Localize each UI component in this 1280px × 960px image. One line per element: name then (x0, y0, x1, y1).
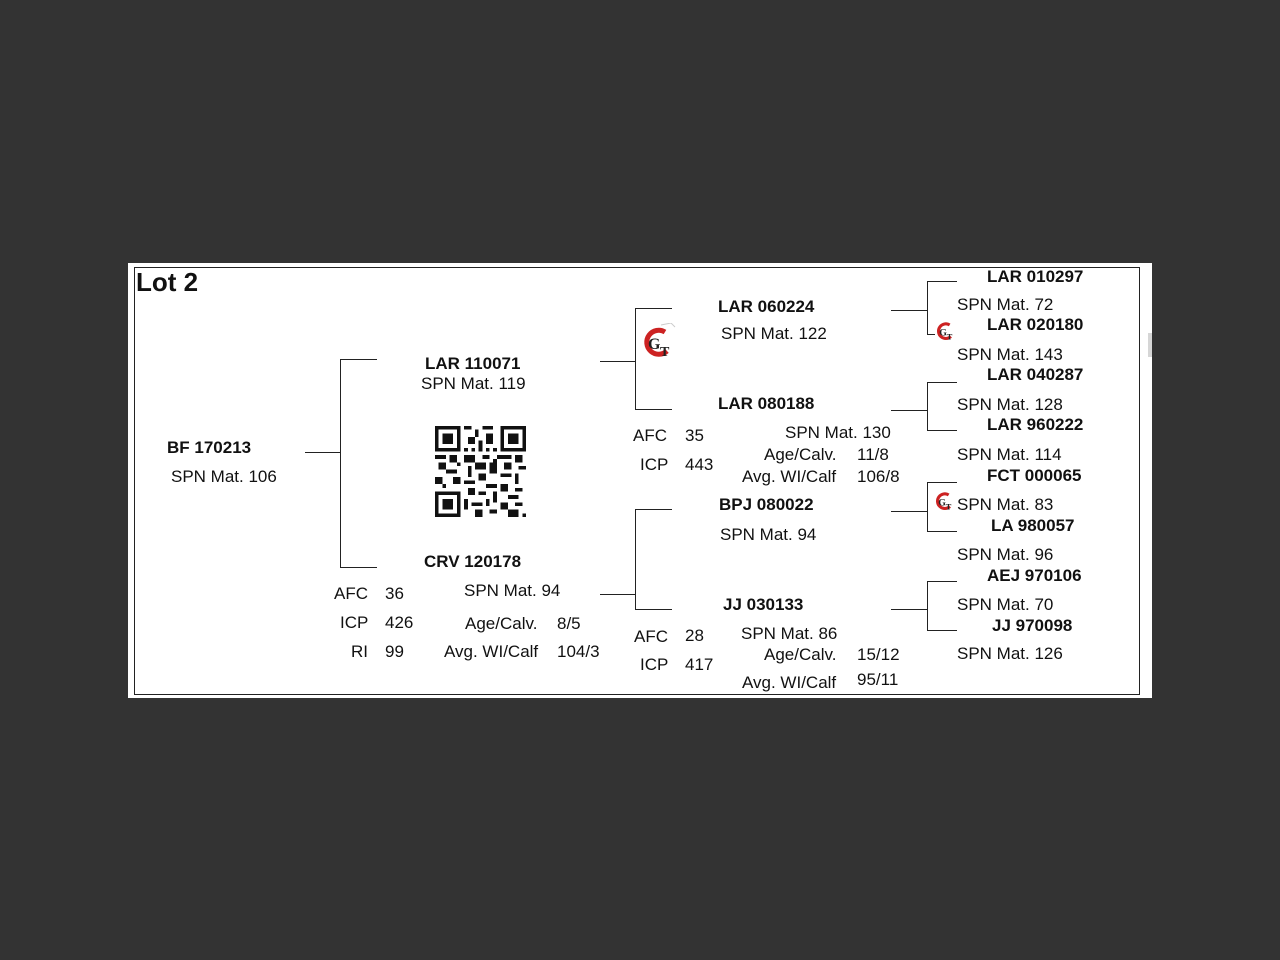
ggp-3-id: LAR 040287 (987, 365, 1084, 384)
ggp-2-id: LAR 020180 (987, 315, 1084, 334)
ggp-2-mat: SPN Mat. 143 (957, 345, 1063, 364)
ggp-6-id: LA 980057 (991, 516, 1075, 535)
dam-dam-icp-value: 417 (685, 655, 714, 674)
dam-dam-agecalv-label: Age/Calv. (764, 645, 837, 664)
svg-text:T: T (946, 502, 952, 512)
dam-agecalv-label: Age/Calv. (465, 614, 538, 633)
dam-ri-label: RI (351, 642, 368, 661)
sire-id: LAR 110071 (425, 354, 521, 373)
dam-agecalv-value: 8/5 (557, 614, 581, 633)
dam-icp-label: ICP (340, 613, 369, 632)
ggp-4-id: LAR 960222 (987, 415, 1084, 434)
sire-dam-icp-label: ICP (640, 455, 669, 474)
sire-dam-id: LAR 080188 (718, 394, 815, 413)
ggp-7-mat: SPN Mat. 70 (957, 595, 1054, 614)
dam-dam-mat: SPN Mat. 86 (741, 624, 838, 643)
dam-dam-afc-value: 28 (685, 626, 704, 645)
gt-genetics-logo-icon: G T (936, 492, 952, 512)
lot-title: Lot 2 (136, 267, 199, 297)
ggp-8-mat: SPN Mat. 126 (957, 644, 1063, 663)
ggp-6-mat: SPN Mat. 96 (957, 545, 1054, 564)
ggp-1-id: LAR 010297 (987, 267, 1084, 286)
dam-afc-value: 36 (385, 584, 404, 603)
dam-sire-id: BPJ 080022 (719, 495, 814, 514)
dam-dam-id: JJ 030133 (723, 595, 804, 614)
gt-genetics-logo-icon: G T (644, 323, 676, 360)
sire-sire-mat: SPN Mat. 122 (721, 324, 827, 343)
sire-dam-agecalv-label: Age/Calv. (764, 445, 837, 464)
dam-sire-mat: SPN Mat. 94 (720, 525, 817, 544)
sire-sire-id: LAR 060224 (718, 297, 815, 316)
dam-dam-avgwi-value: 95/11 (857, 670, 899, 689)
scrollbar-thumb[interactable] (1148, 333, 1152, 357)
pedigree-frame (134, 267, 1140, 695)
sire-dam-icp-value: 443 (685, 455, 714, 474)
sire-dam-avgwi-value: 106/8 (857, 467, 900, 486)
ggp-5-mat: SPN Mat. 83 (957, 495, 1054, 514)
dam-mat: SPN Mat. 94 (464, 581, 561, 600)
sire-dam-afc-value: 35 (685, 426, 704, 445)
svg-text:G: G (938, 497, 946, 508)
dam-dam-icp-label: ICP (640, 655, 669, 674)
svg-text:T: T (947, 332, 953, 342)
dam-dam-avgwi-label: Avg. WI/Calf (742, 673, 837, 692)
svg-text:G: G (648, 336, 661, 353)
subject-id: BF 170213 (167, 438, 252, 457)
svg-text:T: T (660, 345, 670, 360)
ggp-3-mat: SPN Mat. 128 (957, 395, 1063, 414)
sire-dam-mat: SPN Mat. 130 (785, 423, 891, 442)
sire-dam-avgwi-label: Avg. WI/Calf (742, 467, 837, 486)
pedigree-card: Lot 2 BF 170213 SPN Mat. 106 LAR 110071 … (128, 263, 1152, 698)
dam-dam-agecalv-value: 15/12 (857, 645, 900, 664)
dam-ri-value: 99 (385, 642, 404, 661)
dam-afc-label: AFC (334, 584, 368, 603)
dam-id: CRV 120178 (424, 552, 522, 571)
ggp-8-id: JJ 970098 (992, 616, 1073, 635)
sire-dam-agecalv-value: 11/8 (857, 445, 889, 464)
ggp-1-mat: SPN Mat. 72 (957, 295, 1054, 314)
sire-dam-afc-label: AFC (633, 426, 667, 445)
dam-avgwi-label: Avg. WI/Calf (444, 642, 539, 661)
svg-text:G: G (939, 327, 947, 338)
dam-icp-value: 426 (385, 613, 414, 632)
subject-mat: SPN Mat. 106 (171, 467, 277, 486)
qr-code-icon (435, 426, 526, 517)
ggp-5-id: FCT 000065 (987, 466, 1082, 485)
sire-mat: SPN Mat. 119 (421, 374, 526, 393)
dam-avgwi-value: 104/3 (557, 642, 600, 661)
ggp-4-mat: SPN Mat. 114 (957, 445, 1062, 464)
ggp-7-id: AEJ 970106 (987, 566, 1082, 585)
dam-dam-afc-label: AFC (634, 627, 668, 646)
gt-genetics-logo-icon: G T (937, 322, 953, 342)
